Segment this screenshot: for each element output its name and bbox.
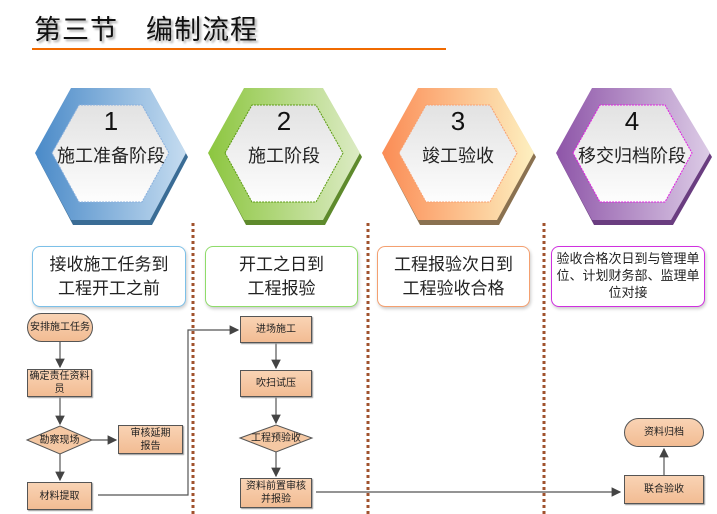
phase-4-description: 验收合格次日到与管理单位、计划财务部、监理单位对接 [551,246,705,307]
phase-4-number: 4 [624,106,640,136]
phase-1-label: 施工准备阶段 [57,146,165,167]
phase-2-description: 开工之日到工程报验 [205,246,358,307]
phase-3-number: 3 [450,106,466,136]
hexagon-1 [35,88,188,225]
phase-2-number: 2 [276,106,292,136]
decision-survey-shape [25,425,94,455]
hexagon-3 [382,88,536,225]
phase-dividers [191,223,546,514]
flow-node-pressure-test: 吹扫试压 [240,370,312,397]
phase-3-label: 竣工验收 [422,146,494,167]
phase-3-description: 工程报验次日到工程验收合格 [377,246,530,307]
title-underline [32,48,446,50]
hexagon-2 [208,88,362,225]
flow-connectors [55,325,669,497]
page-title: 第三节 编制流程 [34,15,258,46]
decision-preacceptance-shape [238,424,314,453]
flow-node-material-pickup: 材料提取 [27,482,92,510]
phase-1-description: 接收施工任务到工程开工之前 [32,246,186,307]
phase-1-number: 1 [103,106,119,136]
phase-4-label: 移交归档阶段 [578,146,686,167]
flow-node-review-extension: 审核延期报告 [118,425,183,454]
flow-node-site-entry: 进场施工 [240,316,312,343]
phase-2-label: 施工阶段 [248,146,320,167]
flow-node-pre-acceptance: 工程预验收 [251,433,301,444]
flow-node-doc-review-report: 资料前置审核并报验 [240,478,312,508]
flow-node-joint-acceptance: 联合验收 [624,475,704,504]
flow-node-site-survey: 勘察现场 [39,434,80,446]
flow-node-archive: 资料归档 [624,418,704,447]
flow-node-assign-doc-officer: 确定责任资料员 [27,369,92,397]
flow-node-assign-task: 安排施工任务 [27,313,93,342]
hexagon-4 [556,88,712,225]
